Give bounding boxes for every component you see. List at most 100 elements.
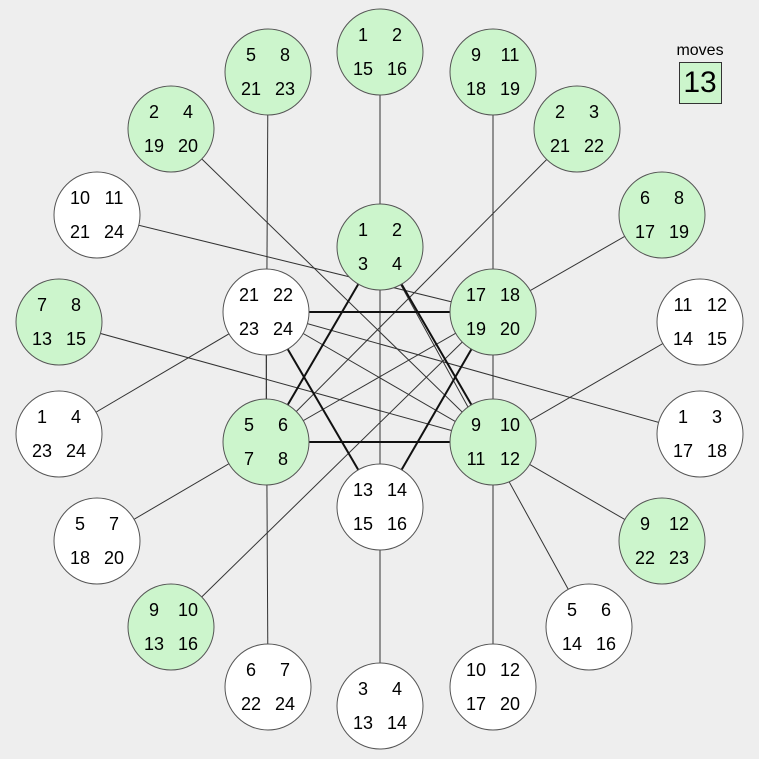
node-number: 19 [466,319,486,339]
node-number: 12 [500,660,520,680]
moves-label: moves [676,42,724,59]
node-number: 21 [70,222,90,242]
node-number: 22 [635,548,655,568]
node-number: 10 [500,415,520,435]
node-number: 20 [104,548,124,568]
node-number: 20 [500,694,520,714]
node-number: 19 [669,222,689,242]
node-number: 7 [37,295,47,315]
node-circle [533,85,621,173]
node-number: 14 [387,480,407,500]
node-number: 10 [466,660,486,680]
node-number: 11 [467,449,486,469]
edge-outer-10-center-upper-left [265,311,269,688]
edge-outer-16-center-lower-right [170,128,494,443]
node-circle [15,390,103,478]
node-number: 4 [392,254,402,274]
node-number: 24 [66,441,86,461]
node-circle [127,85,215,173]
node-number: 6 [246,660,256,680]
node-circle [449,643,537,731]
node-number: 21 [550,136,570,156]
node-number: 5 [246,45,256,65]
node-number: 11 [501,45,520,65]
node-circle [449,28,537,116]
node-number: 17 [466,285,486,305]
node-number: 16 [596,634,616,654]
node-circle [127,583,215,671]
node-number: 19 [500,79,520,99]
node-number: 9 [149,600,159,620]
node-circle [15,278,103,366]
node-circle [224,28,312,116]
node-number: 3 [712,407,722,427]
node-circle [336,662,424,750]
node-number: 14 [387,713,407,733]
node-number: 18 [500,285,520,305]
node-number: 12 [669,514,689,534]
node-number: 11 [105,188,124,208]
node-circle [53,497,141,585]
node-outer-1[interactable]: 9 11 18 19 [449,28,537,116]
node-number: 18 [70,548,90,568]
node-outer-13[interactable]: 1 4 23 24 [15,390,103,478]
node-number: 2 [392,220,402,240]
node-number: 1 [37,407,47,427]
node-number: 17 [635,222,655,242]
node-number: 13 [144,634,164,654]
node-outer-12[interactable]: 5 7 18 20 [53,497,141,585]
node-number: 15 [353,59,373,79]
node-number: 8 [674,188,684,208]
node-number: 2 [149,102,159,122]
node-number: 19 [144,136,164,156]
node-number: 14 [562,634,582,654]
node-number: 8 [280,45,290,65]
node-number: 18 [466,79,486,99]
node-circle [222,268,310,356]
edge-outer-11-center-upper-right [170,311,494,628]
node-number: 21 [239,285,259,305]
node-number: 22 [584,136,604,156]
node-number: 9 [471,415,481,435]
node-number: 16 [387,514,407,534]
edge-outer-14-center-lower-right [58,321,494,443]
node-number: 5 [567,600,577,620]
node-number: 16 [387,59,407,79]
node-number: 5 [75,514,85,534]
node-number: 7 [244,449,254,469]
node-number: 2 [392,25,402,45]
edge-outer-5-center-upper-left [265,311,701,435]
node-number: 9 [471,45,481,65]
node-number: 4 [71,407,81,427]
node-number: 7 [109,514,119,534]
node-number: 24 [275,694,295,714]
node-circle [449,398,537,486]
node-number: 5 [244,415,254,435]
node-number: 13 [32,329,52,349]
node-number: 23 [32,441,52,461]
node-number: 3 [589,102,599,122]
node-number: 11 [674,295,693,315]
moves-counter: moves 13 [671,42,729,104]
